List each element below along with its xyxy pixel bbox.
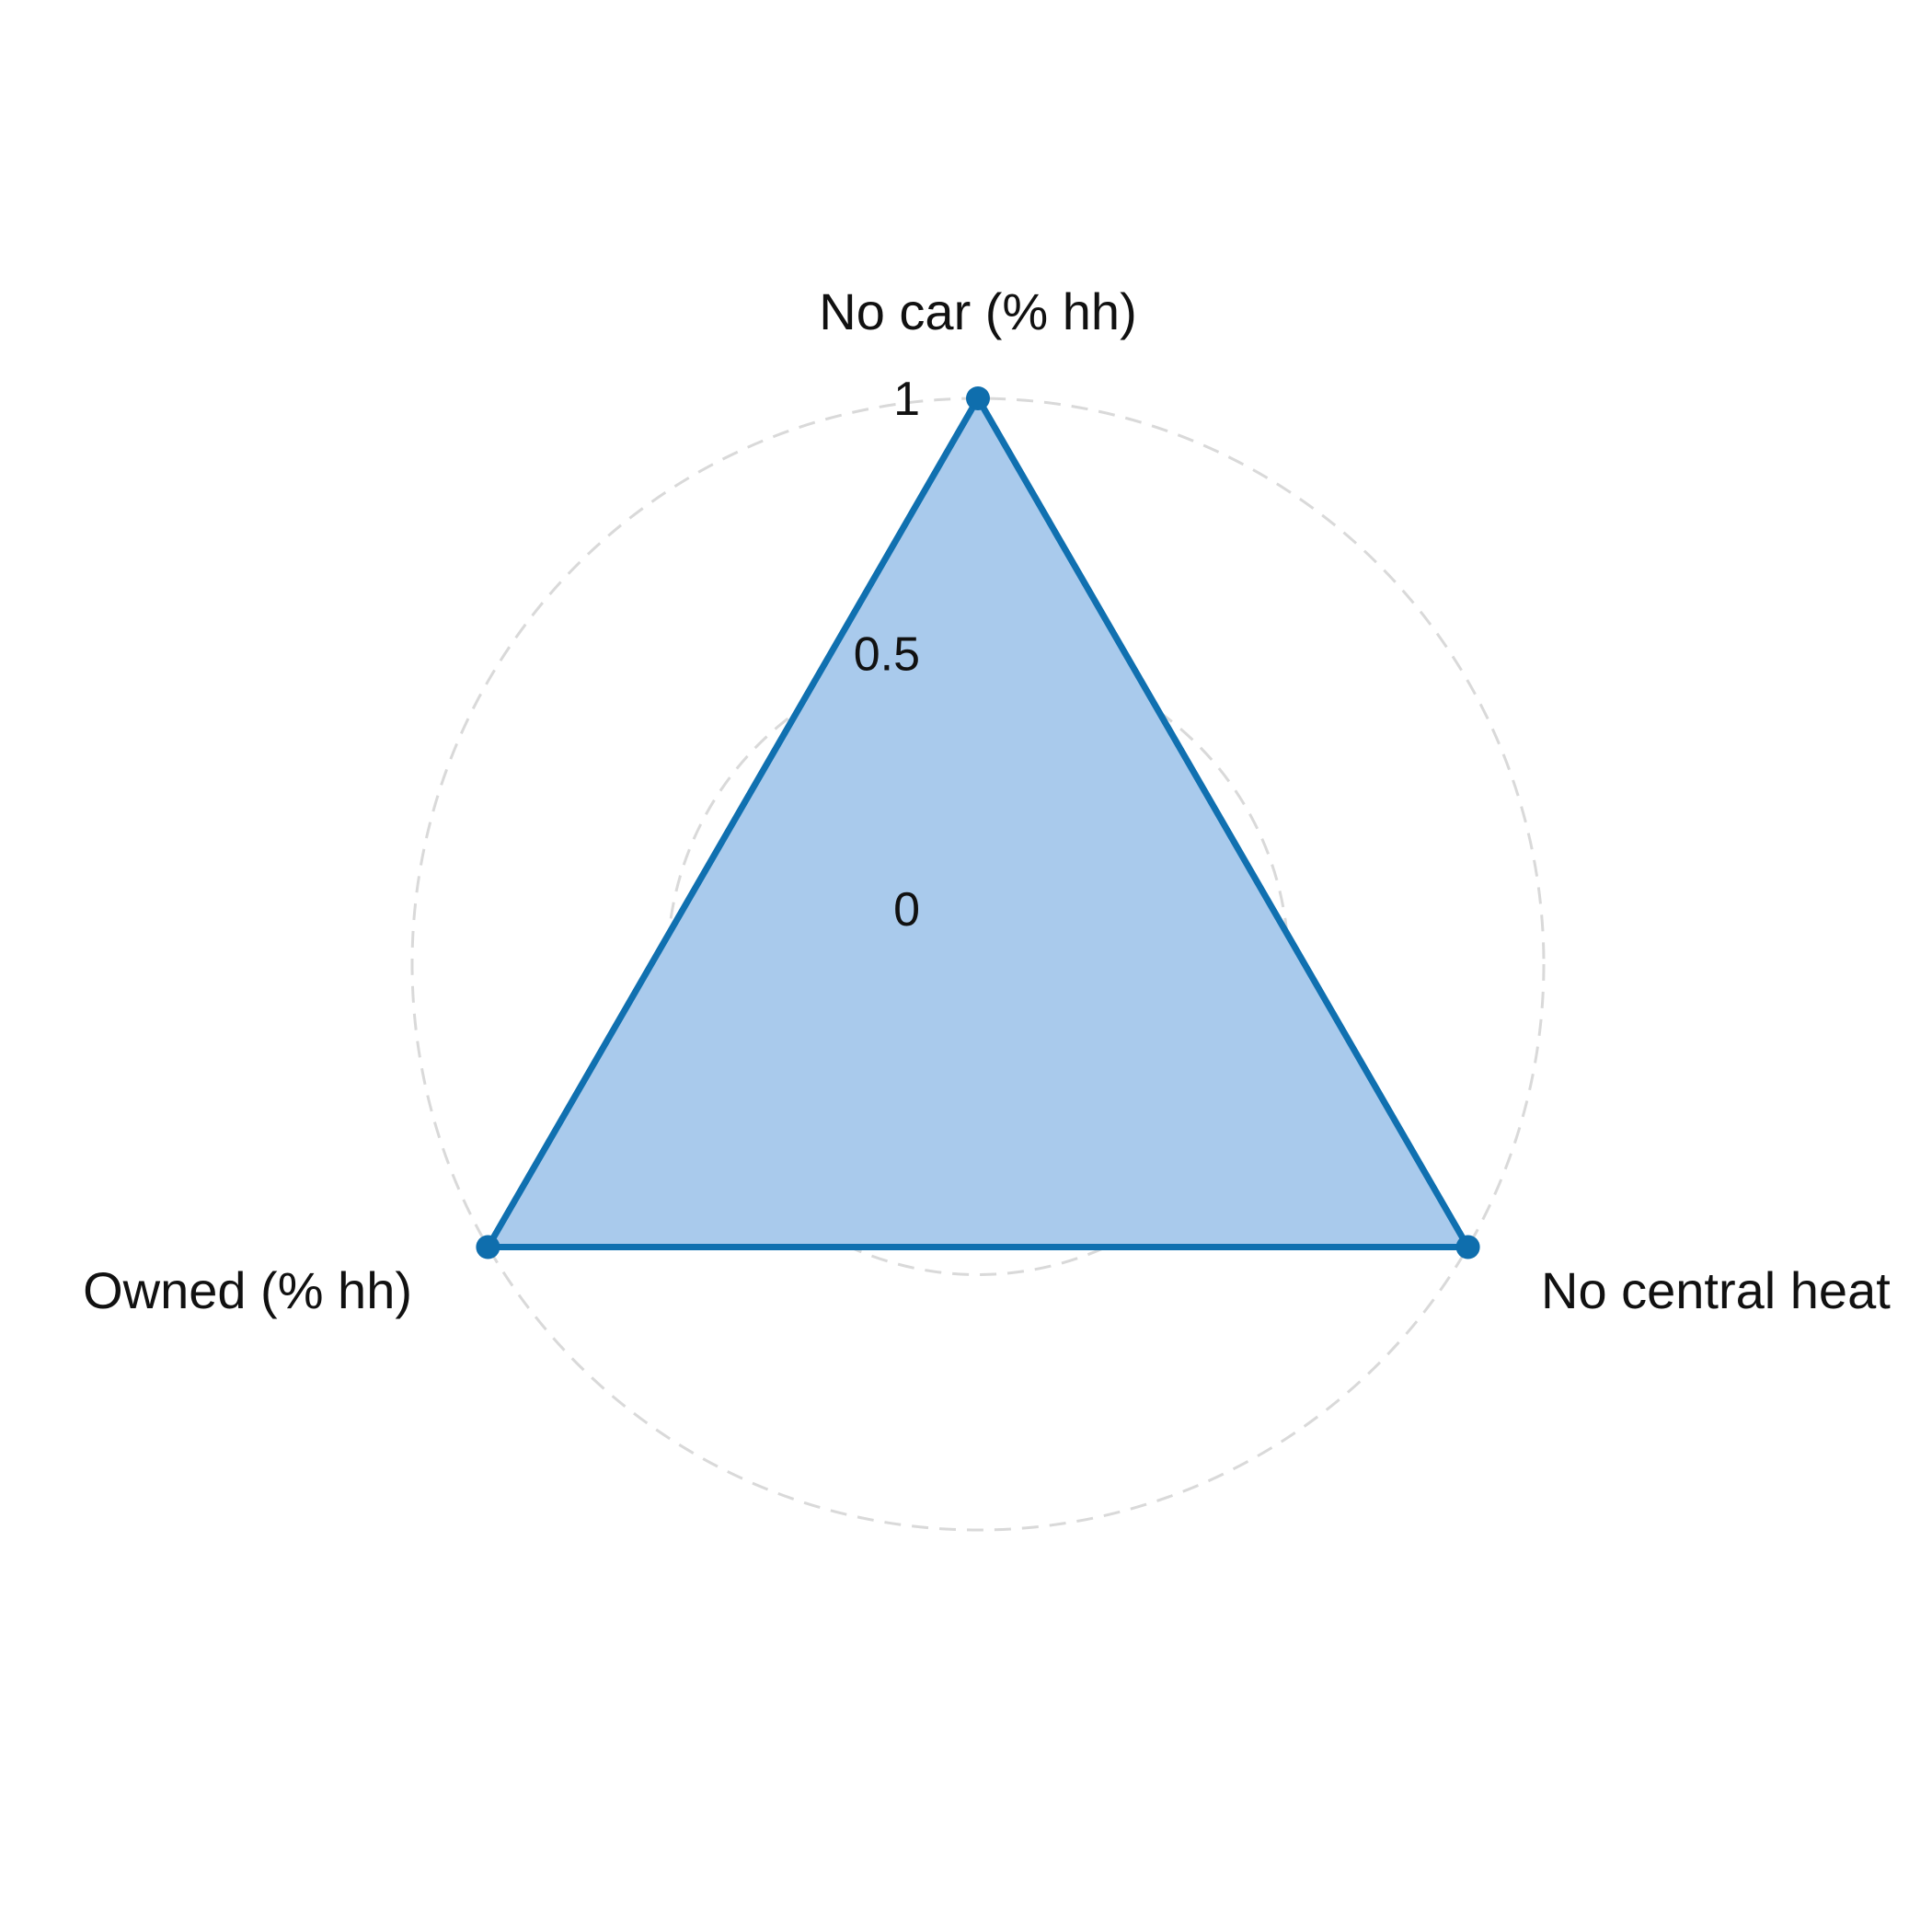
data-point-0-1 xyxy=(1455,1235,1480,1259)
axis-label-2: Owned (% hh) xyxy=(83,1261,412,1319)
data-point-0-2 xyxy=(476,1235,500,1259)
point-layer xyxy=(476,386,1480,1259)
axis-label-1: No central heat xyxy=(1541,1261,1891,1319)
series-area-0 xyxy=(482,391,1474,1250)
tick-label-2: 1 xyxy=(893,373,920,426)
tick-label-1: 0.5 xyxy=(854,628,920,682)
label-layer: No car (% hh) No central heat Owned (% hh) xyxy=(83,282,1891,1319)
tick-label-0: 0 xyxy=(893,883,920,937)
data-point-0-0 xyxy=(966,386,990,410)
series-layer xyxy=(482,391,1474,1250)
axis-label-0: No car (% hh) xyxy=(819,282,1136,340)
tick-layer: 00.51 xyxy=(854,373,920,937)
